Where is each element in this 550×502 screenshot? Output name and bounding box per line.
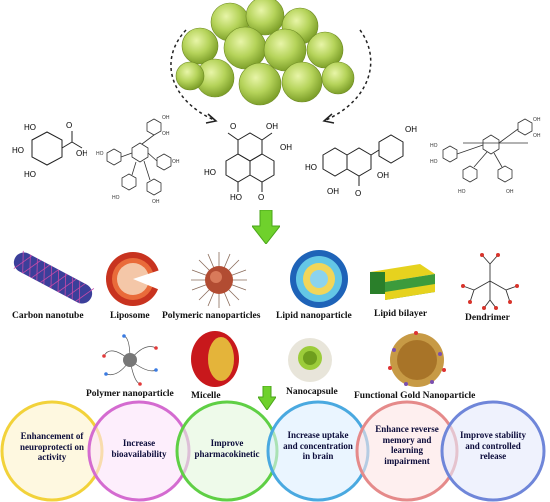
- flav-oh-1: OH: [405, 125, 417, 134]
- svg-text:OH: OH: [162, 115, 170, 121]
- ellagic-o-1: O: [230, 122, 236, 131]
- outcome-text-2: Increase bioavailability: [111, 438, 167, 459]
- svg-text:OH: OH: [172, 159, 180, 165]
- svg-text:HO: HO: [96, 151, 104, 157]
- oh-top: HO: [24, 123, 36, 132]
- outcome-text-5: Enhance reverse memory and learning impa…: [375, 424, 439, 466]
- amla-fruit-image: [175, 0, 355, 106]
- nanocapsule-image: [288, 338, 332, 382]
- outcome-text-1: Enhancement of neuroprotecti on activity: [20, 431, 84, 462]
- label-liposome: Liposome: [110, 311, 150, 321]
- tannin-structure-2: OH OH HO HO HO OH: [430, 117, 541, 195]
- polymer-nanoparticle-image: [102, 334, 158, 386]
- ellagic-oh-1: OH: [266, 122, 278, 131]
- gold-nanoparticle-image: [388, 331, 446, 387]
- dashed-arrows: [170, 29, 372, 124]
- label-polymer-nanoparticle: Polymer nanoparticle: [86, 389, 174, 399]
- label-functional-gold-nanoparticle: Functional Gold Nanoparticle: [354, 391, 476, 401]
- svg-text:HO: HO: [430, 159, 438, 165]
- fruit-cluster: [175, 0, 355, 106]
- micelle-image: [191, 331, 239, 387]
- ellagic-ho-2: HO: [230, 193, 242, 202]
- label-lipid-bilayer: Lipid bilayer: [374, 309, 428, 319]
- ellagic-o-2: O: [258, 193, 264, 202]
- oh-mid: HO: [12, 146, 24, 155]
- svg-text:HO: HO: [112, 195, 120, 201]
- svg-text:OH: OH: [162, 131, 170, 137]
- label-nanocapsule: Nanocapsule: [286, 387, 338, 397]
- flavonoid-structure: OH HO OH OH O: [305, 125, 417, 198]
- lipid-bilayer-image: [370, 264, 435, 300]
- svg-text:HO: HO: [430, 143, 438, 149]
- svg-text:OH: OH: [533, 133, 541, 139]
- flav-ho: HO: [305, 163, 317, 172]
- acid-oh: OH: [76, 149, 87, 158]
- dendrimer-image: [461, 253, 519, 310]
- liposome-image: [106, 252, 162, 306]
- label-carbon-nanotube: Carbon nanotube: [12, 311, 84, 321]
- ellagic-ho-1: HO: [204, 168, 216, 177]
- tannin-structure-1: OH OH HO OH HO OH: [96, 115, 180, 205]
- label-micelle: Micelle: [191, 391, 221, 401]
- outcome-text-3: Improve pharmacokinetic: [194, 438, 260, 459]
- lipid-nanoparticle-image: [290, 250, 348, 308]
- label-lipid-nanoparticle: Lipid nanoparticle: [276, 311, 352, 321]
- down-arrow-2: [258, 386, 276, 410]
- flav-oh-2: OH: [377, 171, 389, 180]
- label-dendrimer: Dendrimer: [465, 313, 510, 323]
- svg-text:HO: HO: [458, 189, 466, 195]
- outcome-circles: [0, 400, 546, 502]
- outcome-text-4: Increase uptake and concentration in bra…: [283, 430, 353, 461]
- down-arrow-1: [252, 210, 280, 244]
- flav-oh-3: OH: [327, 187, 339, 196]
- ellagic-acid-structure: O OH OH HO HO O: [204, 122, 292, 202]
- carbonyl-o: O: [66, 121, 72, 130]
- label-polymeric-nanoparticles: Polymeric nanoparticles: [162, 311, 261, 321]
- ellagic-oh-2: OH: [280, 143, 292, 152]
- outcome-text-6: Improve stability and controlled release: [459, 430, 527, 461]
- flav-o: O: [355, 189, 361, 198]
- svg-text:OH: OH: [152, 199, 160, 205]
- outcome-circle-6: [440, 400, 546, 502]
- svg-text:OH: OH: [533, 117, 541, 123]
- carbon-nanotube-image: [13, 250, 95, 304]
- oh-bottom: HO: [24, 170, 36, 179]
- svg-text:OH: OH: [506, 189, 514, 195]
- polymeric-nanoparticle-image: [191, 252, 247, 308]
- gallic-acid-structure: O OH HO HO HO: [12, 121, 87, 179]
